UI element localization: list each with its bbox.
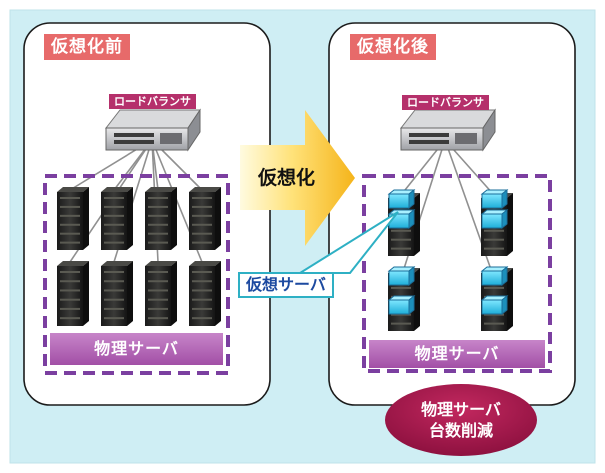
after-physical-server-label: 物理サーバ: [414, 344, 500, 363]
virtual-server-icon: [480, 265, 509, 287]
server-rack-icon: [145, 187, 177, 250]
before-physical-server-label: 物理サーバ: [94, 339, 179, 358]
virtual-server-icon: [480, 188, 509, 210]
server-rack-icon: [189, 261, 221, 326]
virtualization-arrow: [240, 110, 355, 246]
before-load-balancer-label: ロードバランサ: [109, 94, 196, 109]
after-physical-band: [369, 340, 545, 368]
arrow-label: 仮想化: [258, 167, 316, 189]
server-rack-icon: [145, 261, 177, 326]
virtual-server-icon: [387, 265, 416, 287]
after-title: 仮想化後: [350, 34, 436, 60]
before-title: 仮想化前: [44, 34, 130, 60]
server-rack-icon: [101, 261, 133, 326]
virtual-server-label: 仮想サーバ: [238, 272, 334, 298]
server-rack-icon: [101, 187, 133, 250]
virtual-server-icon: [387, 294, 416, 316]
server-rack-icon: [57, 261, 89, 326]
reduction-badge-shape: [385, 384, 537, 456]
server-rack-icon: [57, 187, 89, 250]
load-balancer-icon: [104, 108, 201, 152]
server-rack-icon: [189, 187, 221, 250]
virtual-server-icon: [480, 294, 509, 316]
after-load-balancer-label: ロードバランサ: [402, 95, 489, 110]
virtual-server-icon: [480, 208, 509, 230]
before-physical-band: [50, 333, 223, 365]
virtual-server-icon: [387, 188, 416, 210]
reduction-badge-label: 物理サーバ 台数削減: [421, 400, 501, 440]
load-balancer-icon: [399, 108, 496, 152]
